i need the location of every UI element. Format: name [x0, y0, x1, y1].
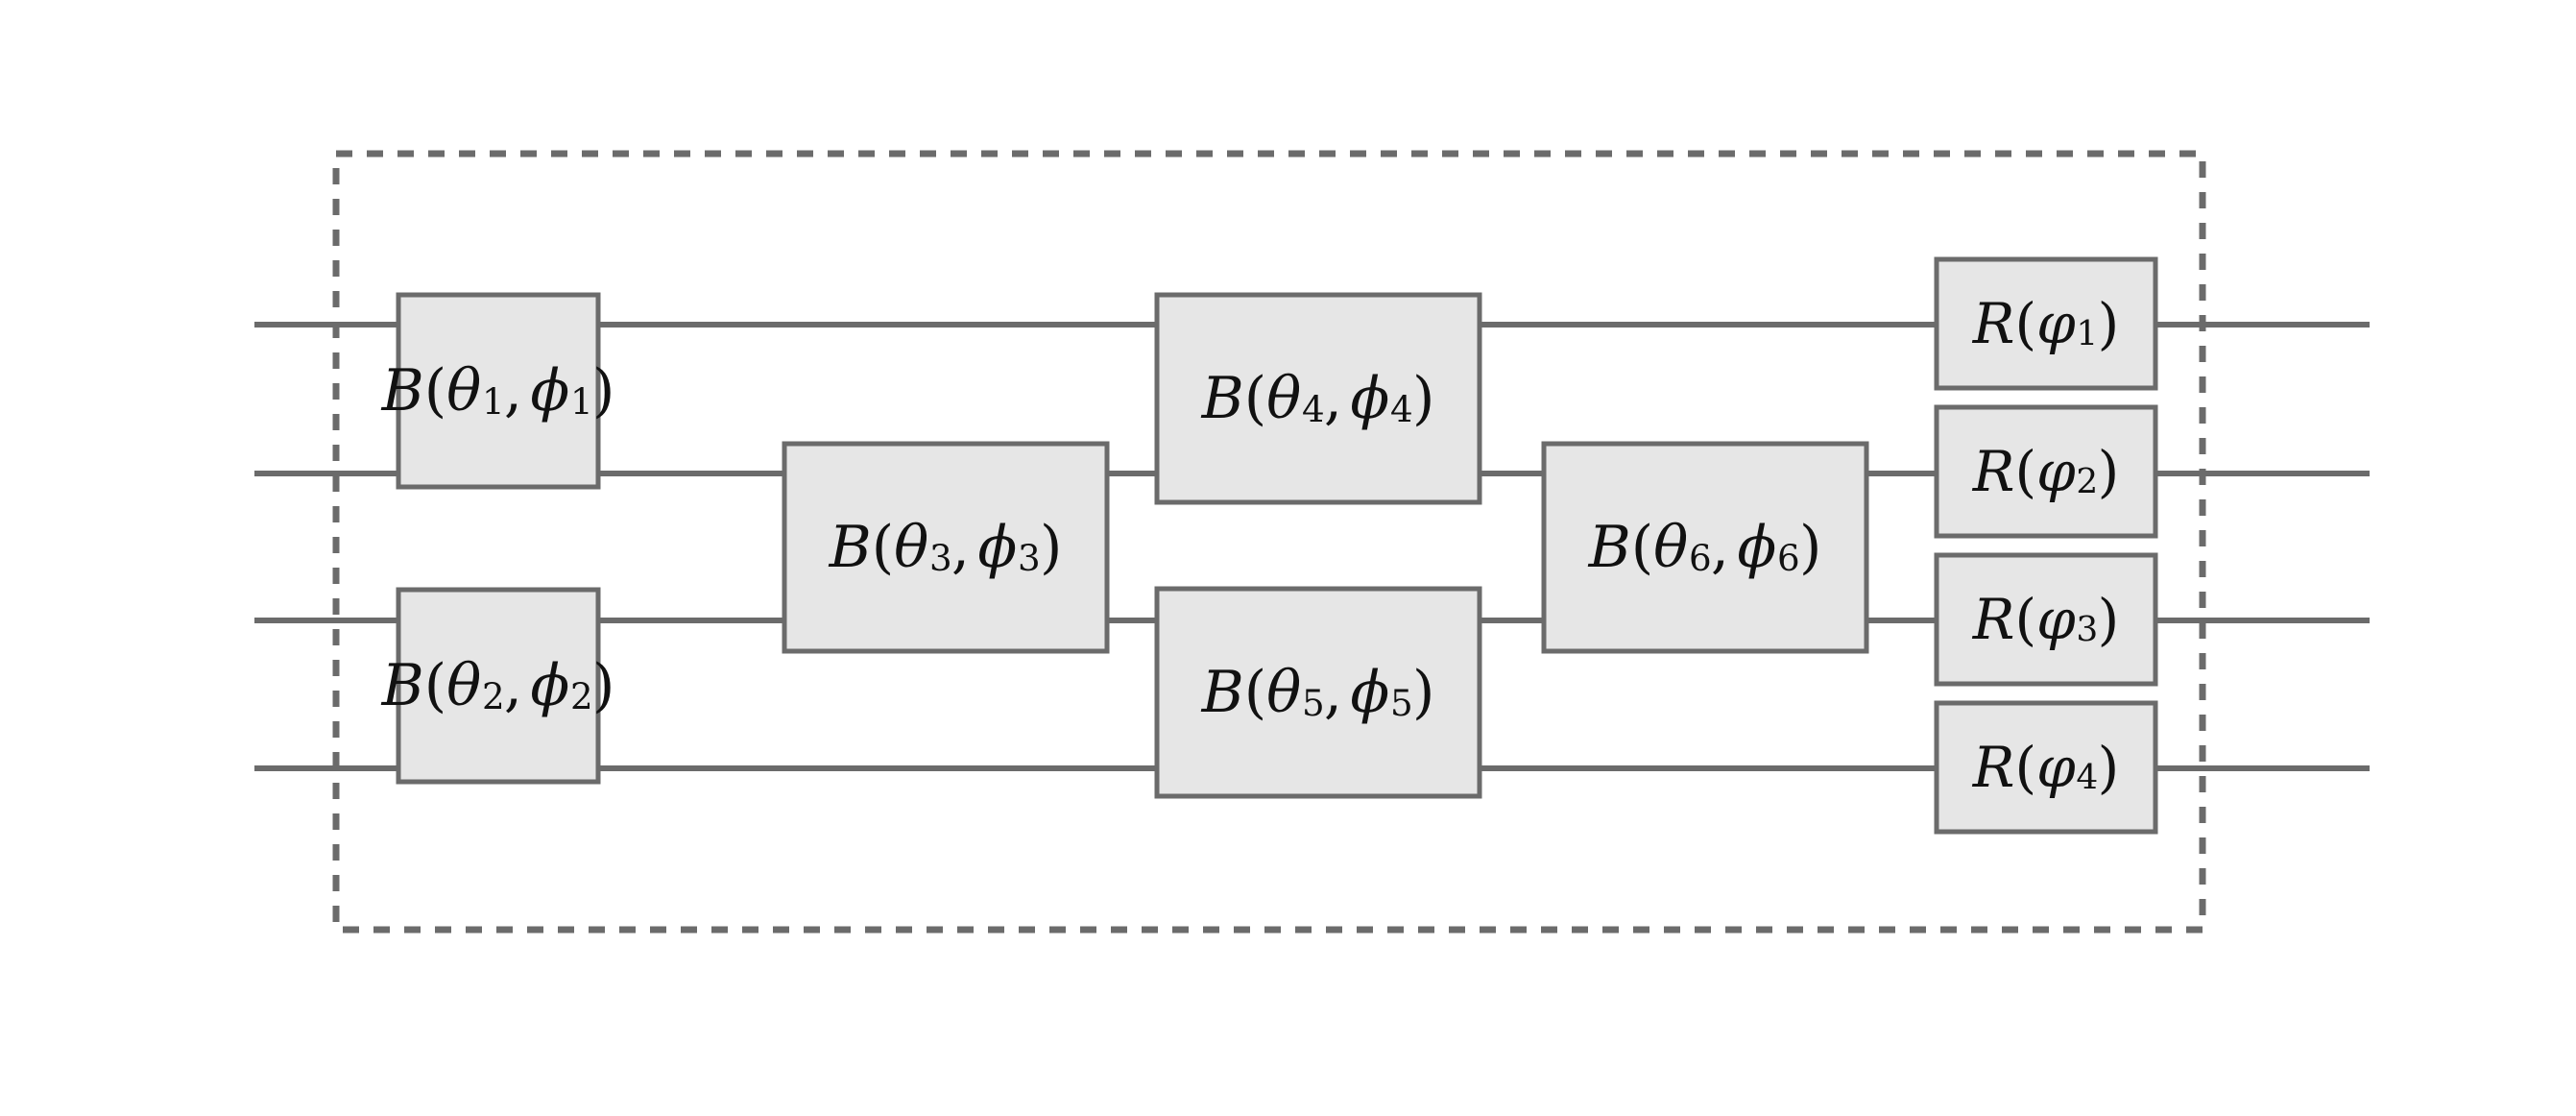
gate-b5-rect[interactable]	[1154, 586, 1482, 799]
gate-b6-rect[interactable]	[1541, 441, 1869, 654]
gate-r4-rect[interactable]	[1934, 700, 2158, 835]
gate-r2-rect[interactable]	[1934, 404, 2158, 539]
gate-r1-rect[interactable]	[1934, 256, 2158, 391]
gate-rects-layer	[396, 256, 2158, 835]
gate-b3-rect[interactable]	[782, 441, 1110, 654]
gate-b2-rect[interactable]	[396, 587, 601, 785]
wires-layer	[254, 322, 2370, 771]
dashed-boundary-layer	[332, 150, 2206, 934]
dashed-boundary	[332, 150, 2206, 934]
gate-b4-rect[interactable]	[1154, 292, 1482, 505]
gate-r3-rect[interactable]	[1934, 552, 2158, 687]
gate-b1-rect[interactable]	[396, 292, 601, 490]
